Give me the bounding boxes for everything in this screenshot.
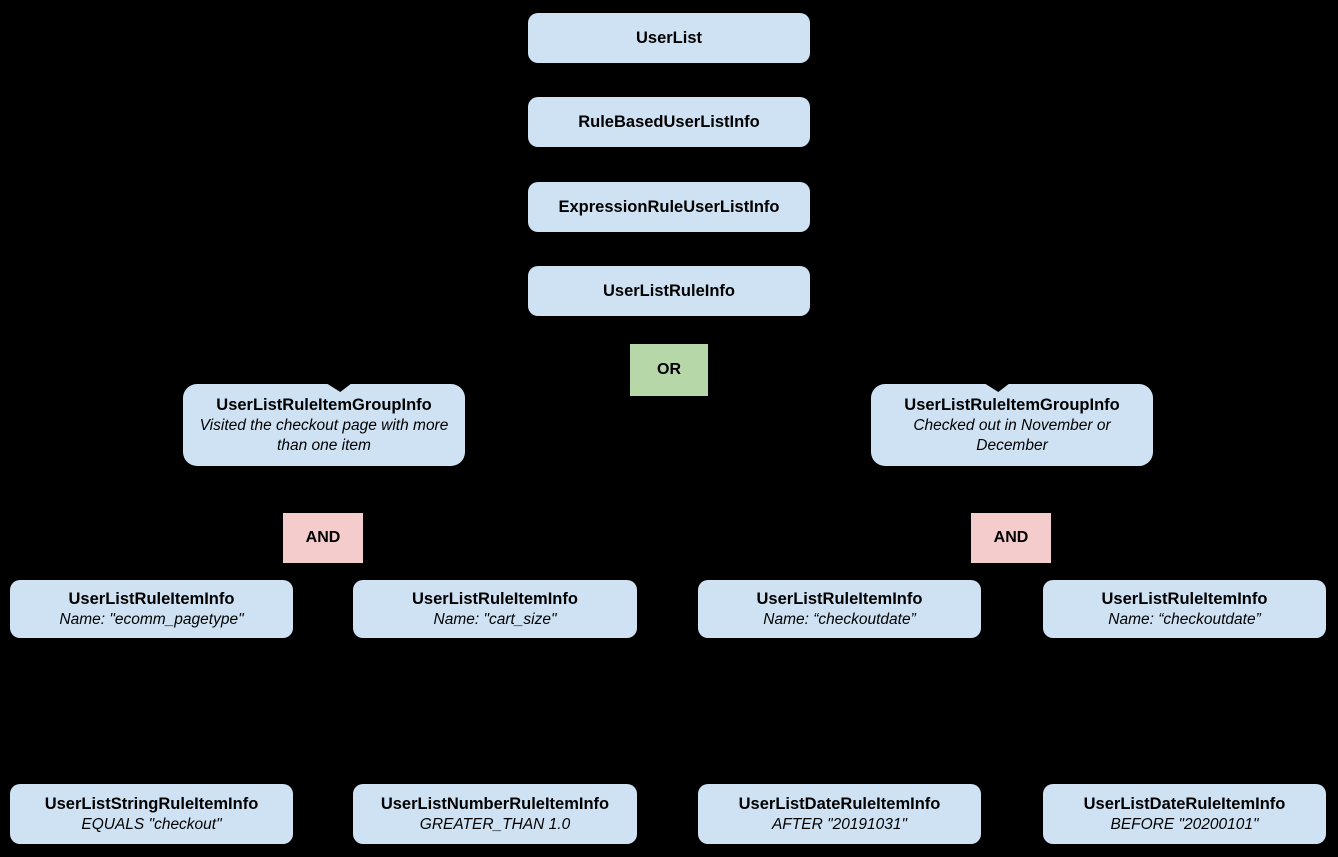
node-userlistruleinfo: UserListRuleInfo xyxy=(528,266,810,316)
operator-and-right: AND xyxy=(971,513,1051,563)
node-title: UserListRuleItemInfo xyxy=(412,589,578,608)
node-title: UserListRuleItemInfo xyxy=(756,589,923,608)
node-dateruleiteminfo-after: UserListDateRuleItemInfo AFTER "20191031… xyxy=(698,784,981,844)
node-subtitle: Visited the checkout page with more than… xyxy=(199,416,449,454)
node-numberruleiteminfo: UserListNumberRuleItemInfo GREATER_THAN … xyxy=(353,784,637,844)
node-subtitle: Name: “checkoutdate” xyxy=(763,610,916,628)
node-ruleiteminfo-ecomm-pagetype: UserListRuleItemInfo Name: "ecomm_pagety… xyxy=(10,580,293,638)
node-title: UserListRuleItemInfo xyxy=(1101,589,1268,608)
node-ruleiteminfo-checkoutdate-1: UserListRuleItemInfo Name: “checkoutdate… xyxy=(698,580,981,638)
node-title: UserListRuleItemInfo xyxy=(68,589,235,608)
node-title: UserListNumberRuleItemInfo xyxy=(380,794,610,813)
node-title: UserListDateRuleItemInfo xyxy=(1083,794,1286,813)
node-subtitle: BEFORE "20200101" xyxy=(1110,815,1259,833)
node-subtitle: EQUALS "checkout" xyxy=(81,815,222,833)
node-group-right: UserListRuleItemGroupInfo Checked out in… xyxy=(871,384,1153,466)
node-group-left: UserListRuleItemGroupInfo Visited the ch… xyxy=(183,384,465,466)
node-subtitle: Name: “checkoutdate” xyxy=(1108,610,1261,628)
node-title: RuleBasedUserListInfo xyxy=(578,112,760,131)
arrowhead-tip xyxy=(326,383,352,392)
node-dateruleiteminfo-before: UserListDateRuleItemInfo BEFORE "2020010… xyxy=(1043,784,1326,844)
operator-or: OR xyxy=(630,344,708,396)
node-subtitle: GREATER_THAN 1.0 xyxy=(419,815,571,833)
node-title: UserListStringRuleItemInfo xyxy=(44,794,259,813)
node-ruleiteminfo-checkoutdate-2: UserListRuleItemInfo Name: “checkoutdate… xyxy=(1043,580,1326,638)
node-title: UserListDateRuleItemInfo xyxy=(738,794,941,813)
node-userlist: UserList xyxy=(528,13,810,63)
node-title: UserListRuleInfo xyxy=(602,281,736,300)
operator-and-left: AND xyxy=(283,513,363,563)
node-subtitle: AFTER "20191031" xyxy=(771,815,908,833)
node-subtitle: Name: "ecomm_pagetype" xyxy=(59,610,244,628)
arrowhead-tip xyxy=(984,383,1010,392)
node-stringruleiteminfo: UserListStringRuleItemInfo EQUALS "check… xyxy=(10,784,293,844)
node-rulebaseduserlistinfo: RuleBasedUserListInfo xyxy=(528,97,810,147)
node-subtitle: Checked out in November or December xyxy=(913,416,1111,454)
node-ruleiteminfo-cart-size: UserListRuleItemInfo Name: "cart_size" xyxy=(353,580,637,638)
node-title: UserList xyxy=(635,28,703,47)
node-title: ExpressionRuleUserListInfo xyxy=(558,197,780,216)
node-expressionruleuserlistinfo: ExpressionRuleUserListInfo xyxy=(528,182,810,232)
node-title: UserListRuleItemGroupInfo xyxy=(216,395,432,414)
node-title: UserListRuleItemGroupInfo xyxy=(904,395,1120,414)
node-subtitle: Name: "cart_size" xyxy=(433,610,557,628)
